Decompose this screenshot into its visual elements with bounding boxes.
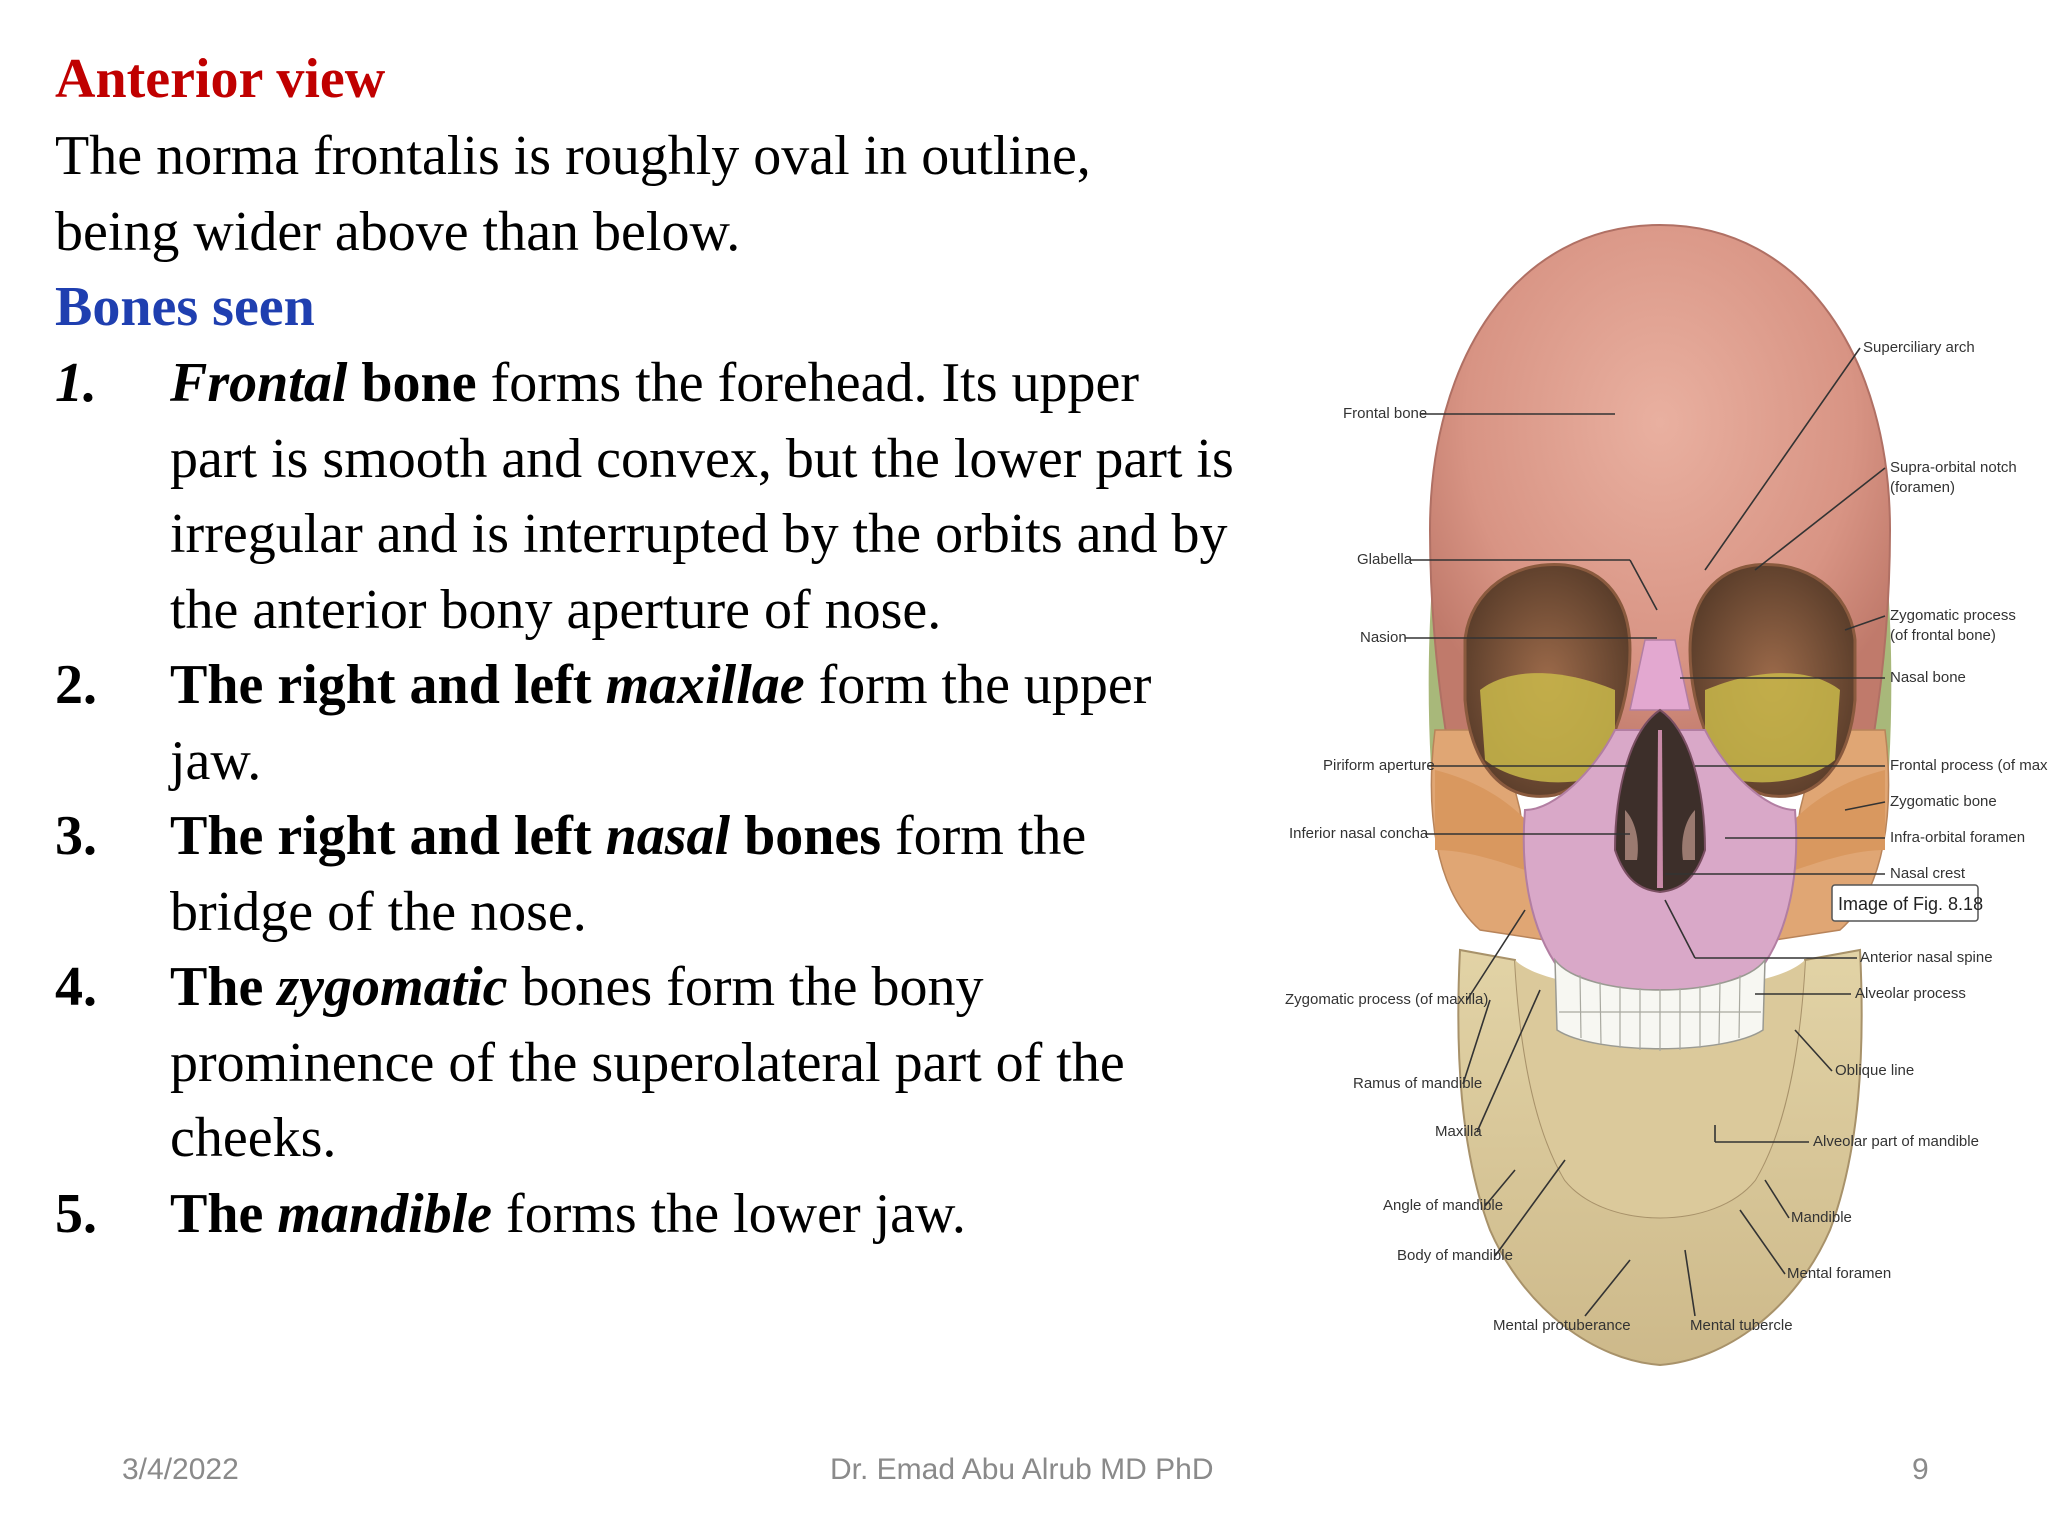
footer-page-number: 9: [1912, 1453, 1929, 1486]
label-ramus-of-mandible: Ramus of mandible: [1353, 1075, 1482, 1092]
list-item-number: 5.: [55, 1182, 97, 1245]
label-supra-orbital-notch: Supra-orbital notch: [1890, 459, 2017, 476]
label-nasion: Nasion: [1360, 629, 1407, 646]
label-piriform-aperture: Piriform aperture: [1323, 757, 1435, 774]
label-anterior-nasal-spine: Anterior nasal spine: [1860, 949, 1993, 966]
list-item: 5. The mandible forms the lower jaw.: [55, 1177, 1235, 1253]
list-item-text: form the upper jaw.: [170, 654, 1152, 792]
inferior-nasal-concha-right: [1682, 810, 1695, 860]
bone-term: Frontal: [170, 352, 348, 414]
nasal-bones: [1629, 639, 1691, 711]
label-body-of-mandible: Body of mandible: [1397, 1247, 1513, 1264]
label-frontal-process-maxilla: Frontal process (of maxilla): [1890, 757, 2048, 774]
label-supra-orbital-notch-foramen: (foramen): [1890, 479, 1955, 496]
bone-term: maxillae: [605, 654, 805, 716]
figure-caption: Image of Fig. 8.18: [1831, 884, 1983, 922]
bone-term: mandible: [277, 1182, 493, 1245]
bone-term: zygomatic: [277, 956, 508, 1018]
figure-labels-right: Superciliary arch Supra-orbital notch (f…: [1664, 339, 2048, 1282]
list-item-text: bones form the bony prominence of the su…: [170, 956, 1125, 1169]
heading-anterior-view: Anterior view: [55, 48, 386, 110]
list-item-lead: The right and left: [170, 654, 606, 716]
bone-term-suffix: bones: [730, 805, 881, 867]
list-item-number: 1.: [55, 352, 97, 414]
orbit-floor-right: [1705, 673, 1840, 783]
heading-bones-seen: Bones seen: [55, 276, 315, 338]
list-item-lead: The: [170, 956, 278, 1018]
label-oblique-line: Oblique line: [1835, 1062, 1914, 1079]
list-item-text: forms the lower jaw.: [492, 1182, 966, 1245]
figure-labels-left: Frontal bone Glabella Nasion Piriform ap…: [1285, 405, 1658, 1264]
label-nasal-bone: Nasal bone: [1890, 669, 1966, 686]
zygomatic-arch-right: [1785, 770, 1885, 870]
list-item: 1. Frontal bone forms the forehead. Its …: [55, 346, 1235, 648]
tooth-lines: [1559, 974, 1761, 1051]
list-item: 2. The right and left maxillae form the …: [55, 648, 1235, 799]
label-inferior-nasal-concha: Inferior nasal concha: [1289, 825, 1429, 842]
footer-date: 3/4/2022: [122, 1453, 239, 1486]
list-item: 3. The right and left nasal bones form t…: [55, 799, 1235, 950]
label-angle-of-mandible: Angle of mandible: [1383, 1197, 1503, 1214]
label-mental-protuberance: Mental protuberance: [1493, 1317, 1631, 1334]
label-zygomatic-process-frontal: Zygomatic process: [1890, 607, 2016, 624]
bones-list: 1. Frontal bone forms the forehead. Its …: [55, 346, 1235, 1252]
label-zygomatic-process-maxilla: Zygomatic process (of maxilla): [1285, 991, 1488, 1008]
label-zygomatic-bone: Zygomatic bone: [1890, 793, 1997, 810]
footer-author: Dr. Emad Abu Alrub MD PhD: [830, 1453, 1214, 1486]
label-alveolar-part-mandible: Alveolar part of mandible: [1813, 1133, 1979, 1150]
figure-caption-box: [1831, 884, 1979, 922]
label-mental-tubercle: Mental tubercle: [1690, 1317, 1793, 1334]
label-glabella: Glabella: [1357, 551, 1413, 568]
figure-caption-text: Image of Fig. 8.18: [1838, 894, 1983, 914]
label-mandible: Mandible: [1791, 1209, 1852, 1226]
zygomatic-arch-left: [1435, 770, 1535, 870]
label-mental-foramen: Mental foramen: [1787, 1265, 1891, 1282]
list-item-text: form the bridge of the nose.: [170, 805, 1087, 943]
intro-paragraph: The norma frontalis is roughly oval in o…: [55, 125, 1091, 263]
list-item-number: 4.: [55, 956, 97, 1018]
list-item-lead: The: [170, 1182, 278, 1245]
inferior-nasal-concha-left: [1625, 810, 1638, 860]
bone-term-suffix: bone: [347, 352, 477, 414]
bone-term: nasal: [605, 805, 731, 867]
skull-anterior-figure: Frontal bone Glabella Nasion Piriform ap…: [1285, 170, 2048, 1510]
list-item-number: 3.: [55, 805, 97, 867]
label-superciliary-arch: Superciliary arch: [1863, 339, 1975, 356]
label-frontal-bone: Frontal bone: [1343, 405, 1427, 422]
nasal-septum: [1657, 730, 1663, 888]
label-infra-orbital-foramen: Infra-orbital foramen: [1890, 829, 2025, 846]
figure-labels-bottom: Mental protuberance Mental tubercle: [1493, 1249, 1793, 1334]
label-alveolar-process: Alveolar process: [1855, 985, 1966, 1002]
label-maxilla: Maxilla: [1435, 1123, 1482, 1140]
list-item-lead: The right and left: [170, 805, 606, 867]
orbit-floor-left: [1480, 673, 1615, 783]
label-zygomatic-process-frontal-sub: (of frontal bone): [1890, 627, 1996, 644]
label-nasal-crest: Nasal crest: [1890, 865, 1966, 882]
list-item: 4. The zygomatic bones form the bony pro…: [55, 950, 1235, 1177]
list-item-number: 2.: [55, 654, 97, 716]
list-item-text: forms the forehead. Its upper part is sm…: [170, 352, 1234, 641]
